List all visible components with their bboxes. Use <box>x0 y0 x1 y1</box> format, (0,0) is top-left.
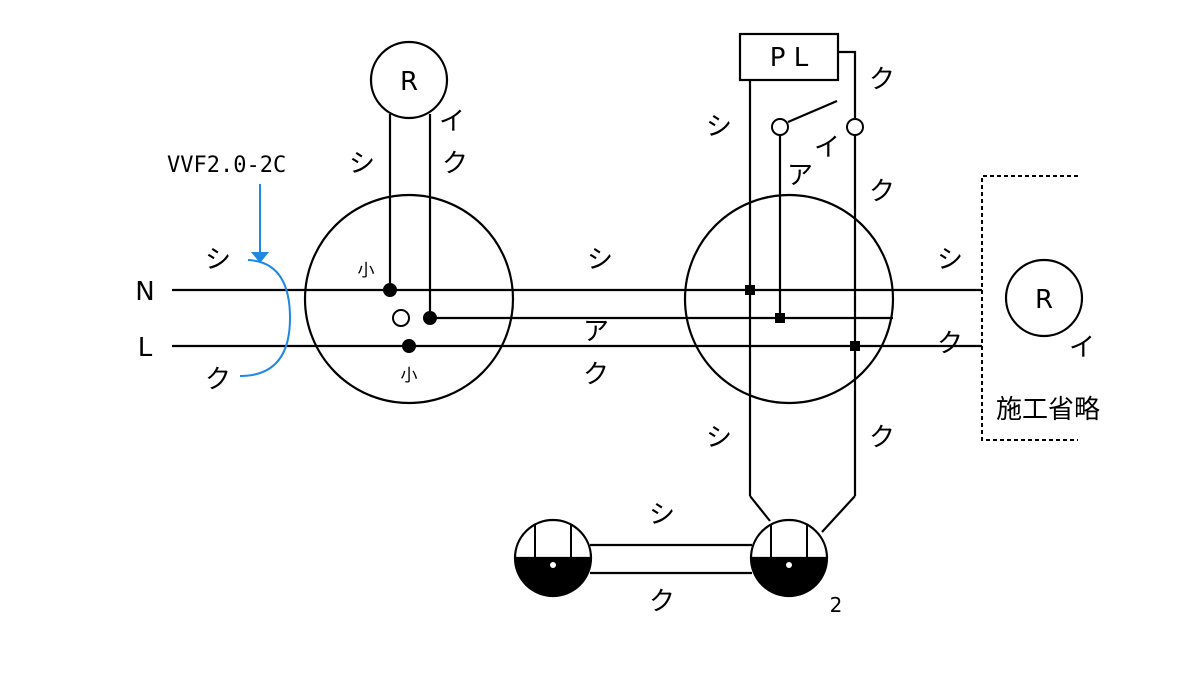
wire-label-down-black: ク <box>869 423 895 453</box>
connection-dot-l <box>402 339 416 353</box>
wire-label-lamp-black: ク <box>442 149 468 179</box>
wire-label-right-black: ク <box>937 329 963 359</box>
lamp-r-right-label: R <box>1035 285 1053 315</box>
connector-square-n <box>745 285 755 295</box>
wire-label-switch-first: イ <box>814 133 840 163</box>
receptacle-number: 2 <box>830 593 843 617</box>
wire-label-lamp-white: シ <box>349 149 375 179</box>
lamp-r-right <box>1004 258 1084 338</box>
cable-annotation-arrow-head <box>251 252 269 263</box>
lamp-r-top-label: R <box>400 67 418 97</box>
wire-label-mid-red: ア <box>583 317 609 347</box>
connector-square-red <box>775 313 785 323</box>
wire-label-switch-black: ク <box>869 177 895 207</box>
junction-box-right <box>683 193 895 405</box>
connection-dot-open <box>392 309 410 327</box>
wire-label-pl-black: ク <box>869 65 895 95</box>
box-mark-top: 小 <box>358 261 375 281</box>
pilot-lamp-box <box>738 32 840 82</box>
wire-label-rec-black: ク <box>649 587 675 617</box>
receptacle-left <box>513 518 593 598</box>
pilot-lamp-wire-right <box>838 50 857 118</box>
pilot-lamp-label: P L <box>770 43 809 73</box>
terminal-l-label: L <box>138 333 153 363</box>
wire-label-pl-white: シ <box>706 112 732 142</box>
omitted-bracket <box>981 175 1078 441</box>
connector-square-l <box>850 341 860 351</box>
connection-dot-red <box>423 311 437 325</box>
switch-contact-right <box>846 118 864 136</box>
wire-label-rec-white: シ <box>649 500 675 530</box>
wire-label-black-feed: ク <box>205 365 231 395</box>
receptacle-right <box>749 518 829 598</box>
wire-label-white-feed: シ <box>205 245 231 275</box>
wire-label-mid-white: シ <box>587 245 613 275</box>
connection-dot-n <box>383 283 397 297</box>
cable-annotation-label: VVF2.0-2C <box>167 153 286 178</box>
omitted-label: 施工省略 <box>996 395 1100 425</box>
switch-contact-left <box>771 118 789 136</box>
wire-label-switch-red: ア <box>787 161 813 191</box>
wire-label-mid-black: ク <box>583 360 609 390</box>
wire-label-down-white: シ <box>706 423 732 453</box>
lamp-r-top <box>369 40 449 120</box>
switch-lever <box>787 99 838 124</box>
receptacle-feed-left <box>749 495 771 522</box>
receptacle-feed-right <box>821 495 856 533</box>
wire-label-right-white: シ <box>937 245 963 275</box>
wire-label-lamp-first: イ <box>439 107 465 137</box>
terminal-n-label: N <box>135 277 154 307</box>
junction-box-left <box>303 193 515 405</box>
box-mark-bottom: 小 <box>401 366 418 386</box>
cable-annotation-bracket <box>239 259 292 377</box>
wire-label-right-first: イ <box>1069 333 1095 363</box>
